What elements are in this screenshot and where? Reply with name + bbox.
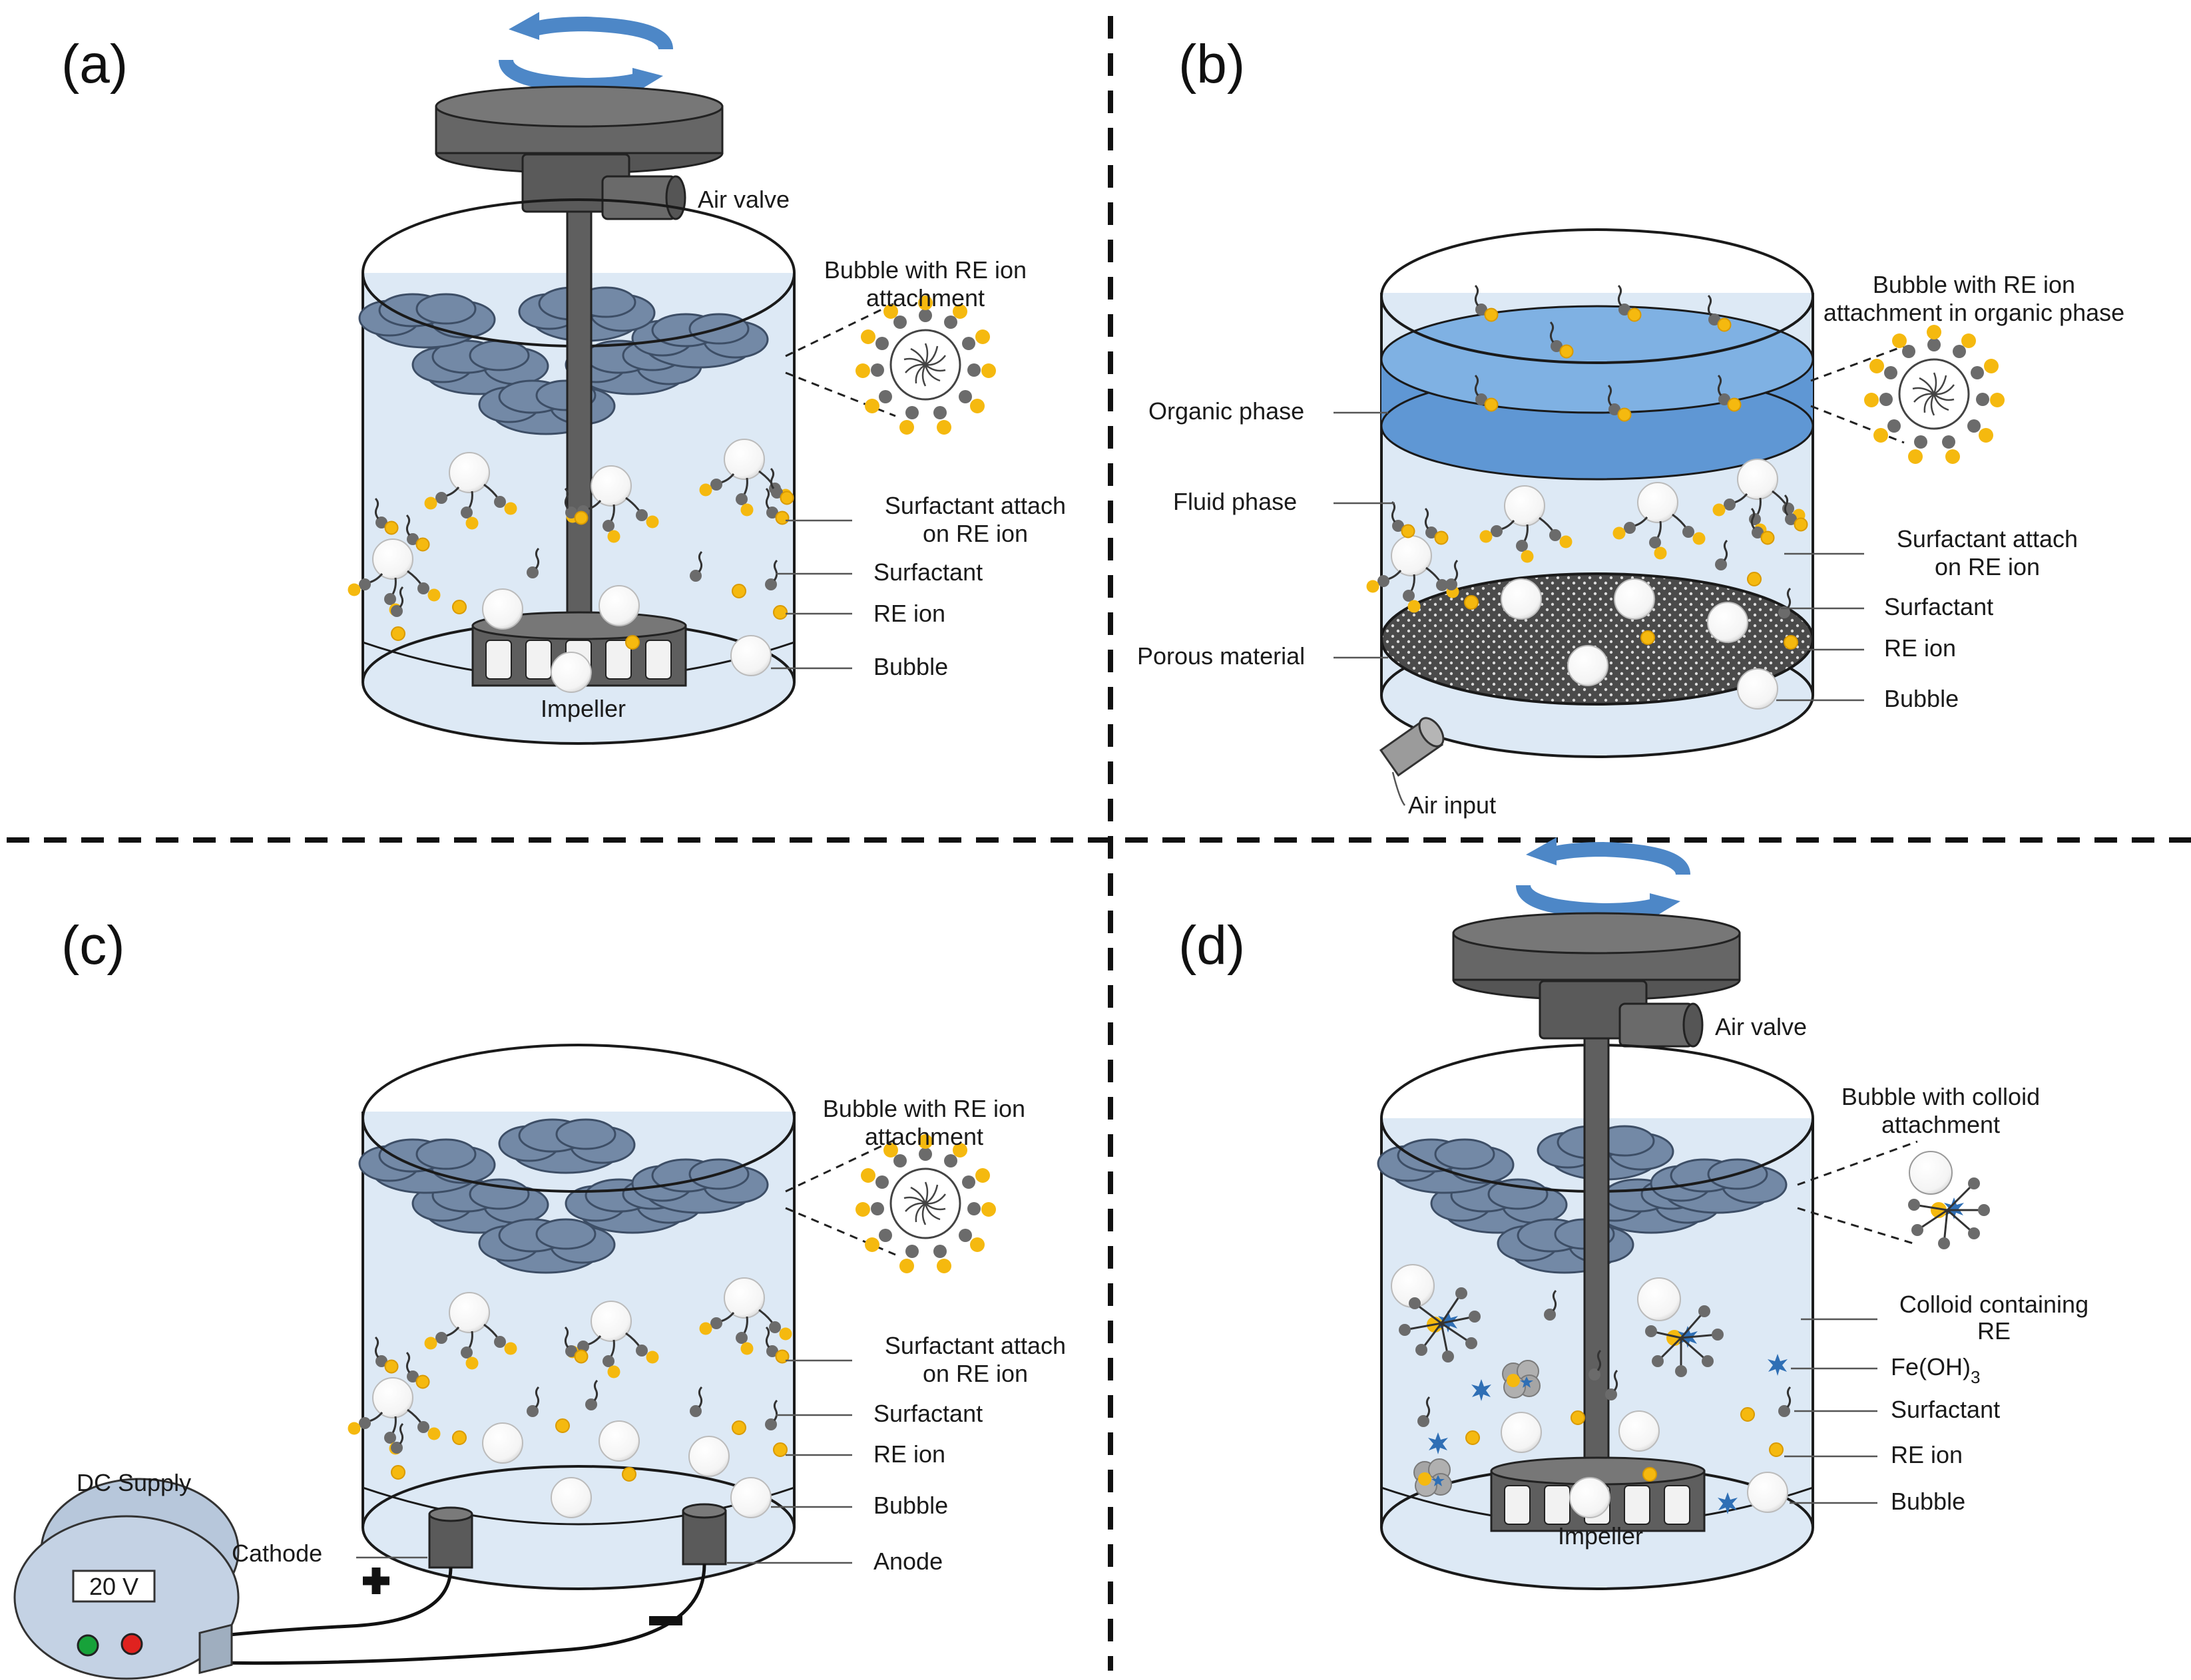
surfactant-attach-label-1: Surfactant attach bbox=[885, 492, 1066, 519]
zoom-label-1: Bubble with RE ion bbox=[1873, 271, 2075, 298]
plus-sign-icon bbox=[363, 1568, 389, 1594]
re-ion-label: RE ion bbox=[1884, 634, 1956, 662]
cathode-electrode-icon bbox=[428, 1506, 473, 1569]
surfactant-attach-label-1: Surfactant attach bbox=[1897, 525, 2078, 552]
air-valve-icon bbox=[601, 175, 677, 220]
rotation-arrows-icon bbox=[506, 12, 666, 95]
minus-sign-icon bbox=[649, 1616, 682, 1625]
re-ion-label: RE ion bbox=[873, 1440, 945, 1468]
re-ion-label: RE ion bbox=[1891, 1441, 1963, 1468]
air-valve-label: Air valve bbox=[1715, 1013, 1807, 1040]
surfactant-label: Surfactant bbox=[1891, 1396, 2000, 1423]
panel-c: (c) bbox=[13, 915, 1066, 1680]
panel-b: (b) bbox=[1137, 34, 2124, 819]
surfactant-attach-label-2: on RE ion bbox=[923, 520, 1028, 547]
impeller-label: Impeller bbox=[1558, 1522, 1643, 1550]
voltage-display bbox=[72, 1570, 156, 1603]
cathode-wire bbox=[210, 1567, 453, 1639]
power-green-light bbox=[77, 1634, 99, 1657]
zoom-colloid-bubble bbox=[1908, 1151, 1990, 1249]
organic-phase-layer bbox=[1380, 305, 1814, 414]
panel-d: (d) Impeller bbox=[1178, 837, 2088, 1590]
voltage-value: 20 V bbox=[89, 1573, 138, 1600]
surfactant-label: Surfactant bbox=[873, 1400, 983, 1427]
panel-d-tag: (d) bbox=[1178, 915, 1245, 976]
bubble-colloid-cluster bbox=[1637, 1277, 1724, 1377]
bubble-colloid-cluster bbox=[1391, 1264, 1481, 1363]
dc-supply-label: DC Supply bbox=[77, 1469, 191, 1496]
porous-material-label: Porous material bbox=[1137, 642, 1305, 670]
air-input-pipe-icon bbox=[1379, 717, 1445, 777]
zoom-label-2: attachment bbox=[1881, 1111, 2000, 1138]
air-input-label: Air input bbox=[1408, 791, 1496, 819]
cathode-label: Cathode bbox=[232, 1540, 322, 1567]
bubble-label: Bubble bbox=[873, 653, 948, 680]
anode-wire bbox=[211, 1564, 706, 1665]
surfactant-attach-label-1: Surfactant attach bbox=[885, 1332, 1066, 1359]
rotation-arrows-icon bbox=[1523, 837, 1683, 920]
zoom-label-2: attachment in organic phase bbox=[1824, 299, 2124, 326]
panel-a-tag: (a) bbox=[61, 34, 128, 95]
zoom-bubble bbox=[1864, 325, 2005, 464]
zoom-bubble bbox=[855, 296, 996, 435]
surfactant-label: Surfactant bbox=[873, 558, 983, 586]
surfactant-label: Surfactant bbox=[1884, 593, 1993, 620]
zoom-label-1: Bubble with colloid bbox=[1841, 1083, 2040, 1110]
impeller-label: Impeller bbox=[541, 695, 626, 722]
panel-c-tag: (c) bbox=[61, 915, 125, 976]
dc-supply-device: 20 V bbox=[13, 1478, 240, 1680]
panel-a: (a) Impeller bbox=[61, 12, 1066, 745]
air-valve-icon bbox=[1618, 1002, 1694, 1048]
surfactant-attach-label-2: on RE ion bbox=[1935, 553, 2040, 580]
surfactant-attach-label-2: on RE ion bbox=[923, 1360, 1028, 1387]
air-valve-label: Air valve bbox=[698, 186, 790, 213]
feoh3-label: Fe(OH)3 bbox=[1891, 1353, 1980, 1387]
zoom-bubble bbox=[855, 1134, 996, 1273]
colloid-label-1: Colloid containing bbox=[1899, 1291, 2088, 1318]
zoom-label-1: Bubble with RE ion bbox=[823, 1095, 1025, 1122]
bubble-label: Bubble bbox=[1884, 685, 1959, 712]
anode-label: Anode bbox=[873, 1548, 943, 1575]
zoom-label-1: Bubble with RE ion bbox=[824, 256, 1027, 284]
anode-electrode-icon bbox=[682, 1503, 727, 1566]
organic-phase-label: Organic phase bbox=[1148, 397, 1304, 425]
bubble-label: Bubble bbox=[1891, 1488, 1965, 1515]
fluid-phase-label: Fluid phase bbox=[1173, 488, 1297, 515]
feoh3-label-base: Fe(OH) bbox=[1891, 1353, 1971, 1380]
zoom-label-2: attachment bbox=[866, 284, 985, 312]
feoh3-label-subscript: 3 bbox=[1971, 1367, 1980, 1387]
colloid-label-2: RE bbox=[1977, 1317, 2011, 1345]
power-red-light bbox=[121, 1633, 143, 1655]
bubble-label: Bubble bbox=[873, 1492, 948, 1519]
porous-material-disk bbox=[1380, 572, 1814, 706]
re-ion-label: RE ion bbox=[873, 600, 945, 627]
panel-b-tag: (b) bbox=[1178, 34, 1245, 95]
zoom-label-2: attachment bbox=[865, 1123, 983, 1150]
